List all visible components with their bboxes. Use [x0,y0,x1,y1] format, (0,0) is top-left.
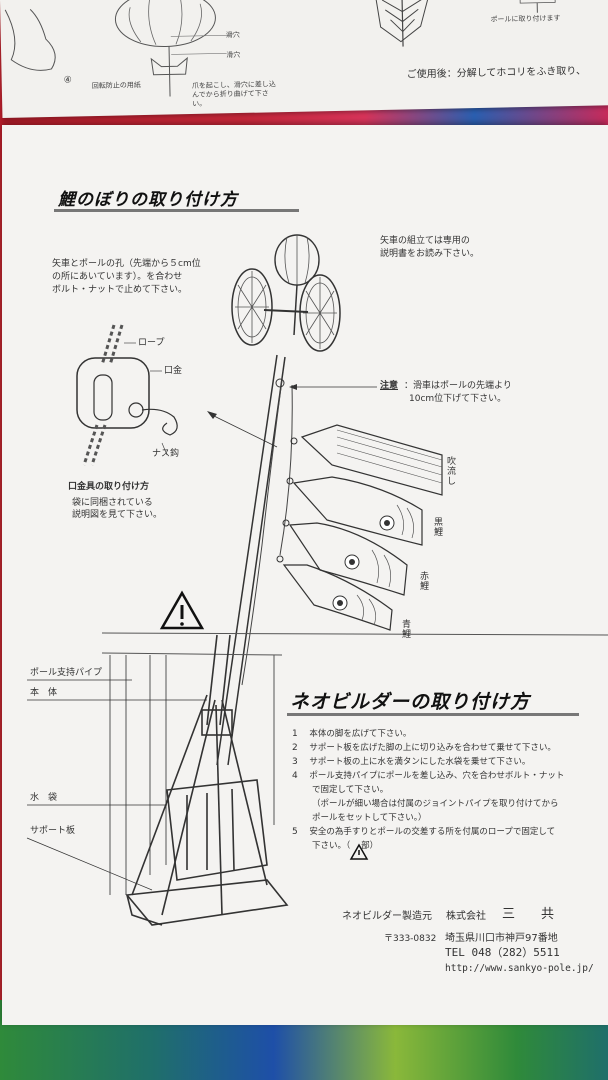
address: 埼玉県川口市神戸97番地 [445,933,558,944]
yaguruma-note-1: 矢車の組立ては専用の [380,236,470,246]
warning-triangle-small [349,843,369,860]
kuchigane-title: 口金具の取り付け方 [68,482,150,492]
label-note: 爪を起こし、滑穴に差し込んでから折り曲げて下さい。 [191,80,276,108]
main-illustration [26,234,608,926]
label-hole-1: 滑穴 [225,30,240,40]
support-board-label: サポート板 [30,826,76,836]
yaguruma-wheels [231,268,341,352]
kuchigane-drawing [76,324,278,466]
step-4: 4 ポール支持パイプにポールを差し込み、穴を合わせボルト・ナット [292,771,565,781]
step-circle: ④ [63,75,72,86]
step-1: 1 本体の脚を広げて下さい。 [292,729,412,739]
yaguruma-note-2: 説明書をお読み下さい。 [380,249,480,259]
instruction-sheet: 鯉のぼりの取り付け方 [2,125,608,1025]
neobuilder-title-underline [287,713,579,716]
kuchigane-label: 口金 [164,366,183,376]
koinobori-title-underline [54,209,299,212]
postal-code: 〒333-0832 [384,934,437,944]
railing-drawing [101,632,608,895]
magoi-drawing [292,476,423,546]
water-bag-label: 水 袋 [30,793,58,803]
warning-triangle-large [159,590,205,630]
hole-note-2: の所にあいています）。を合わせ [52,272,183,282]
fukinagashi-label: 吹流し [447,457,457,487]
fukinagashi-drawing [300,424,443,496]
magoi-label: 黒鯉 [434,518,444,538]
previous-sheet-illustration [4,0,556,97]
company-name: 三 共 [502,907,555,922]
hole-note-1: 矢車とポールの孔（先端から５cm位 [52,259,201,269]
step-5-line-2: 下さい。（ 部） [312,841,379,851]
previous-sheet: ④ 回転防止の用紙 滑穴 滑穴 爪を起こし、滑穴に差し込んでから折り曲げて下さい… [0,0,608,118]
aogoi-drawing [282,564,393,631]
higoi-label: 赤鯉 [420,572,430,592]
tel: TEL 048（282）5511 [445,946,560,959]
steps-list: 1 本体の脚を広げて下さい。 2 サポート板を広げた脚の上に切り込みを合わせて乗… [292,727,564,853]
aogoi-label: 青鯉 [402,620,412,640]
label-kaiten: 回転防止の用紙 [91,81,141,91]
caution-text-1: ：滑車はポールの先端より [404,381,512,391]
step-5: 5 安全の為手すりとポールの交差する所を付属のロープで固定して [292,827,556,837]
body-label: 本 体 [30,688,58,698]
koinobori-title: 鯉のぼりの取り付け方 [58,190,238,210]
pole-label: ポールに取り付けます [490,14,561,24]
kuchigane-note-1: 袋に同梱されている [72,498,153,508]
maker-label: ネオビルダー製造元 [342,911,432,922]
step-4-line-4: ポールをセットして下さい。） [312,813,427,823]
step-2: 2 サポート板を広げた脚の上に切り込みを合わせて乗せて下さい。 [292,743,556,753]
caution-label: 注意 [380,381,399,391]
step-4-line-2: で固定して下さい。 [312,785,389,795]
label-hole-2: 滑穴 [226,50,241,60]
caution-text-2: 10cm位下げて下さい。 [409,394,507,404]
yaguruma-ball [274,234,320,336]
step-3: 3 サポート板の上に水を満タンにした水袋を乗せて下さい。 [292,757,531,767]
step-4-line-3: （ポールが細い場合は付属のジョイントパイプを取り付けてから [312,799,559,809]
hole-note-3: ボルト・ナットで止めて下さい。 [52,285,188,295]
neobuilder-title: ネオビルダーの取り付け方 [290,691,531,713]
pole-lines [216,354,298,766]
nasukan-label: ナス鈎 [152,449,180,459]
pole-pipe-label: ポール支持パイプ [30,668,103,678]
stand-drawing [125,634,289,926]
higoi-drawing [288,522,408,596]
kuchigane-note-2: 説明図を見て下さい。 [72,510,163,520]
rope-label: ロープ [138,338,165,348]
url: http://www.sankyo-pole.jp/ [445,963,594,974]
company-prefix: 株式会社 [446,911,486,922]
